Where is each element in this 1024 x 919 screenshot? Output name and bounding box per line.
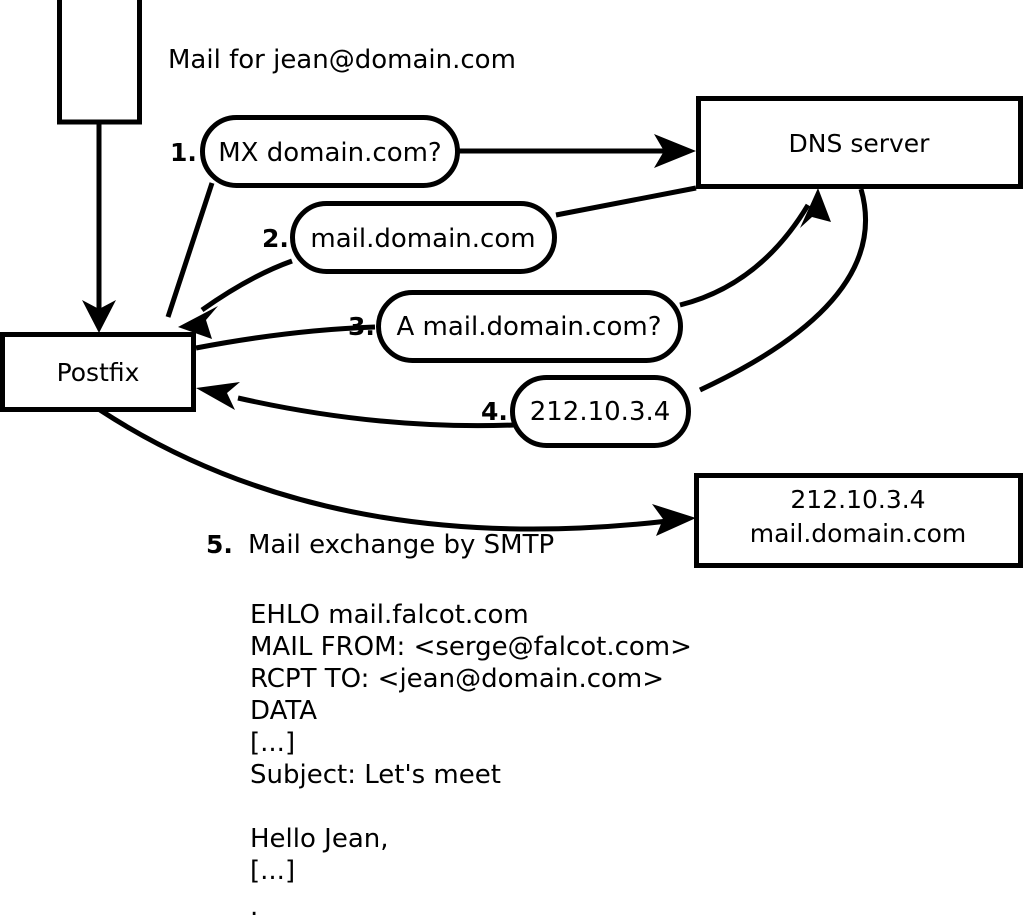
bubble-step3-label: A mail.domain.com? [397,312,662,342]
arrowhead-step1-to-dns [654,134,696,168]
connector-step3-tail [195,324,376,351]
bubble-step2-label: mail.domain.com [310,224,535,254]
bubble-step3 [376,290,683,363]
arrowhead-step5-to-remote [652,504,696,536]
bubble-step1 [200,115,460,188]
remote-mail-server-box [694,473,1023,568]
step-number-3: 3. [348,312,375,341]
arrowhead-step2-to-postfix [178,306,218,339]
step-number-4: 4. [481,397,508,426]
smtp-line: [...] [250,728,295,758]
connector-step4-head [237,395,515,429]
page-title: Mail for jean@domain.com [168,45,516,75]
bubble-step1-label: MX domain.com? [218,138,441,168]
step-number-1: 1. [170,138,197,167]
bubble-step4-label: 212.10.3.4 [530,397,671,427]
connector-step2-head [200,258,293,313]
smtp-line: RCPT TO: <jean@domain.com> [250,664,664,694]
step-number-5: 5. [206,530,233,559]
remote-server-host-label: mail.domain.com [750,519,966,548]
bubble-step4 [510,375,691,448]
smtp-line: [...] [250,856,295,886]
dns-server-box [696,96,1023,189]
smtp-line: Hello Jean, [250,824,389,854]
smtp-line: EHLO mail.falcot.com [250,600,529,630]
smtp-transcript: EHLO mail.falcot.com MAIL FROM: <serge@f… [250,600,692,919]
postfix-box [0,332,196,412]
step-number-2: 2. [262,224,289,253]
arrowhead-step4-to-postfix [196,382,240,410]
smtp-line: MAIL FROM: <serge@falcot.com> [250,632,692,662]
client-box [57,0,142,125]
connector-step4-tail [698,188,868,393]
connector-step5 [98,407,669,532]
smtp-line: . [250,892,258,919]
postfix-label: Postfix [57,358,140,387]
connector-step1-tail [165,182,215,318]
step-5-label: Mail exchange by SMTP [248,530,554,560]
dns-server-label: DNS server [789,129,931,158]
smtp-line: DATA [250,696,317,726]
connector-step3-head [679,203,811,308]
bubble-step2 [290,201,557,274]
smtp-line: Subject: Let's meet [250,760,501,790]
remote-server-ip-label: 212.10.3.4 [790,485,925,514]
connector-step2-tail [555,185,697,218]
arrowhead-client-to-postfix [82,300,116,333]
arrowhead-step3-to-dns [800,188,831,228]
